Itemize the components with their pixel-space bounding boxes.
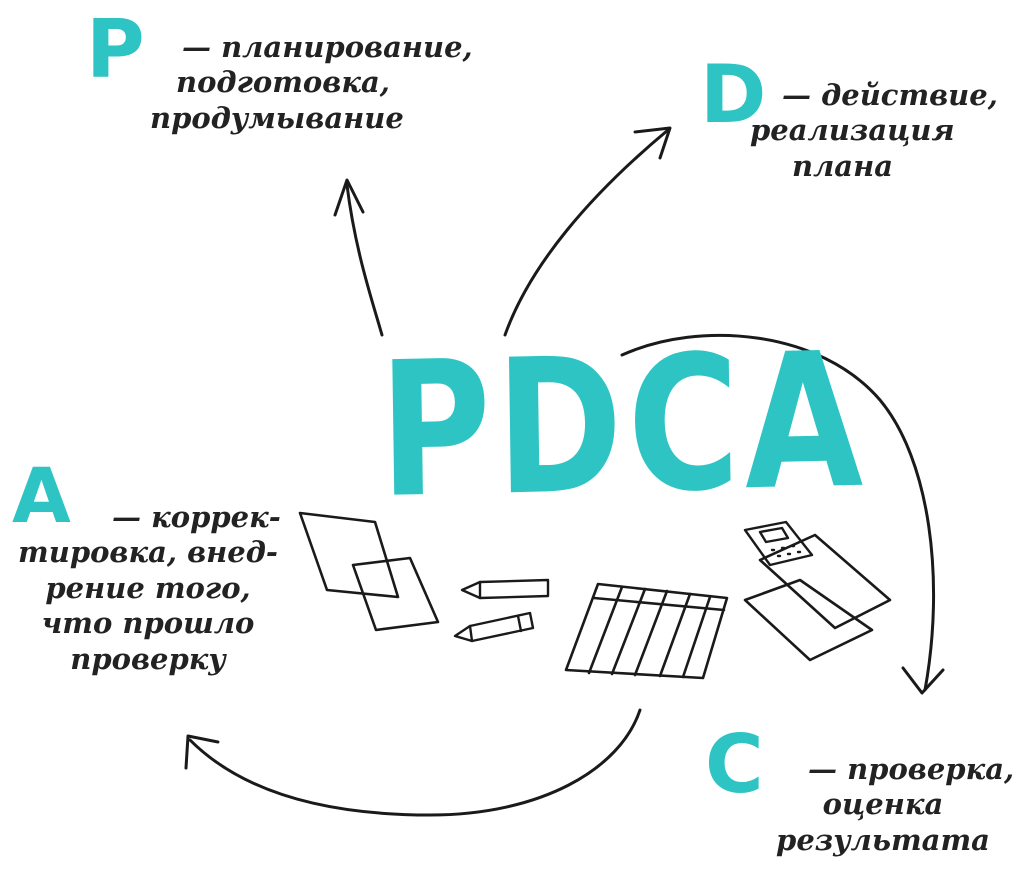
plan-line: — планирование, — [182, 30, 473, 64]
act-line: тировка, внед- — [18, 535, 278, 570]
check-line: оценка — [822, 787, 944, 822]
act-description: — коррек- тировка, внед- рение того, что… — [12, 500, 284, 677]
act-letter: A — [12, 451, 71, 540]
plan-letter: P — [86, 3, 145, 96]
calculator-sketch — [743, 520, 814, 567]
do-line: плана — [792, 148, 894, 183]
act-line: проверку — [70, 641, 226, 676]
plan-line: подготовка, — [176, 65, 390, 100]
arrow-to-check — [620, 333, 945, 695]
arrow-to-plan — [333, 178, 384, 337]
papers-sketch — [298, 511, 440, 632]
table-sketch — [564, 582, 729, 680]
arrow-to-act — [184, 708, 642, 817]
do-line: — действие, — [782, 78, 998, 112]
diagram-title: PDCA — [377, 311, 869, 539]
do-letter: D — [700, 48, 767, 141]
check-letter: C — [705, 718, 764, 811]
pencil-sketch-top — [460, 578, 550, 600]
arrow-to-do — [503, 126, 672, 337]
act-line: рение того, — [45, 570, 251, 605]
documents-sketch — [743, 533, 892, 662]
check-description: — проверка, оценка результата — [738, 752, 1028, 858]
do-line: реализация — [750, 113, 955, 148]
plan-description: — планирование, подготовка, продумывание — [150, 30, 473, 136]
plan-line: продумывание — [150, 100, 404, 135]
act-line: — коррек- — [112, 500, 281, 534]
pencil-sketch-bottom — [453, 611, 535, 643]
check-line: — проверка, — [808, 752, 1015, 786]
do-description: — действие, реализация плана — [750, 78, 998, 184]
act-line: что прошло — [41, 606, 255, 641]
check-line: результата — [776, 822, 990, 857]
